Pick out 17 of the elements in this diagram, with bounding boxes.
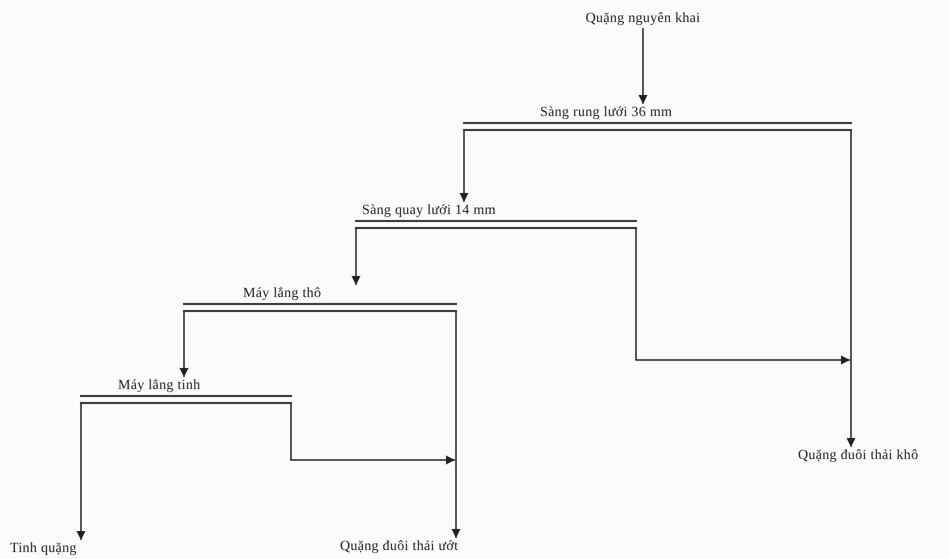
equipment-label: Máy lắng thô (243, 285, 322, 302)
equipment-label: Sàng quay lưới 14 mm (362, 202, 496, 219)
equipment-label: Sàng rung lưới 36 mm (540, 104, 672, 121)
flow-arrow (180, 312, 188, 377)
equipment-label: Máy lắng tinh (118, 377, 200, 394)
flow-arrow (290, 404, 455, 464)
product-label: Quặng đuôi thải khô (798, 447, 948, 465)
flow-arrow (460, 131, 468, 202)
flow-arrow (452, 312, 460, 538)
product-label: Tinh quặng (10, 540, 110, 558)
product-label: Quặng đuôi thải ướt (340, 538, 520, 556)
flow-arrow (638, 28, 648, 104)
flow-arrow (352, 229, 360, 285)
flow-arrow (76, 404, 86, 540)
product-label: Quặng nguyên khai (570, 10, 716, 28)
flow-arrow (635, 229, 850, 364)
flow-arrow (846, 131, 856, 447)
